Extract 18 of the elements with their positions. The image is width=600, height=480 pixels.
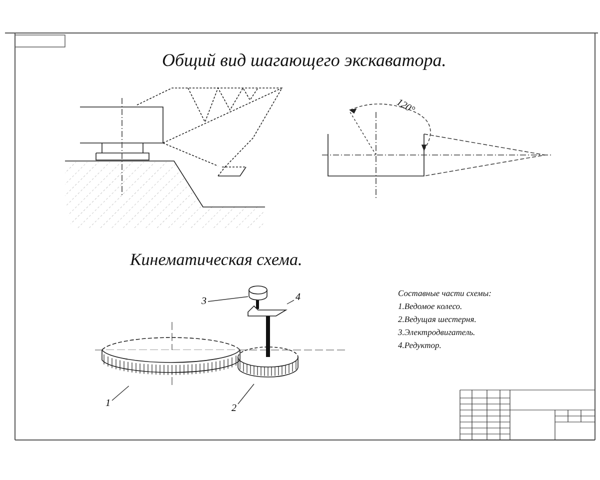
note-item: 1.Ведомое колесо. [398, 301, 462, 311]
callout-number: 3 [200, 296, 208, 308]
dimension-label: 120° [394, 96, 416, 116]
note-item: 4.Редуктор. [398, 340, 442, 350]
section-title: Кинематическая схема. [130, 250, 302, 270]
note-item: 2.Ведущая шестерня. [398, 314, 476, 324]
leader-line [208, 296, 248, 302]
note-item: 3.Электродвигатель. [398, 327, 476, 337]
callout-number: 4 [294, 292, 302, 304]
leader-line [112, 386, 130, 401]
note-heading: Составные части схемы: [398, 288, 492, 298]
callout-number: 1 [104, 398, 112, 410]
leader-line [286, 300, 294, 304]
gear-drawing [246, 304, 290, 357]
title: Общий вид шагающего экскаватора. [162, 50, 446, 71]
leader-line [238, 384, 254, 404]
motor-drawing [248, 285, 268, 309]
callout-number: 2 [230, 403, 238, 415]
